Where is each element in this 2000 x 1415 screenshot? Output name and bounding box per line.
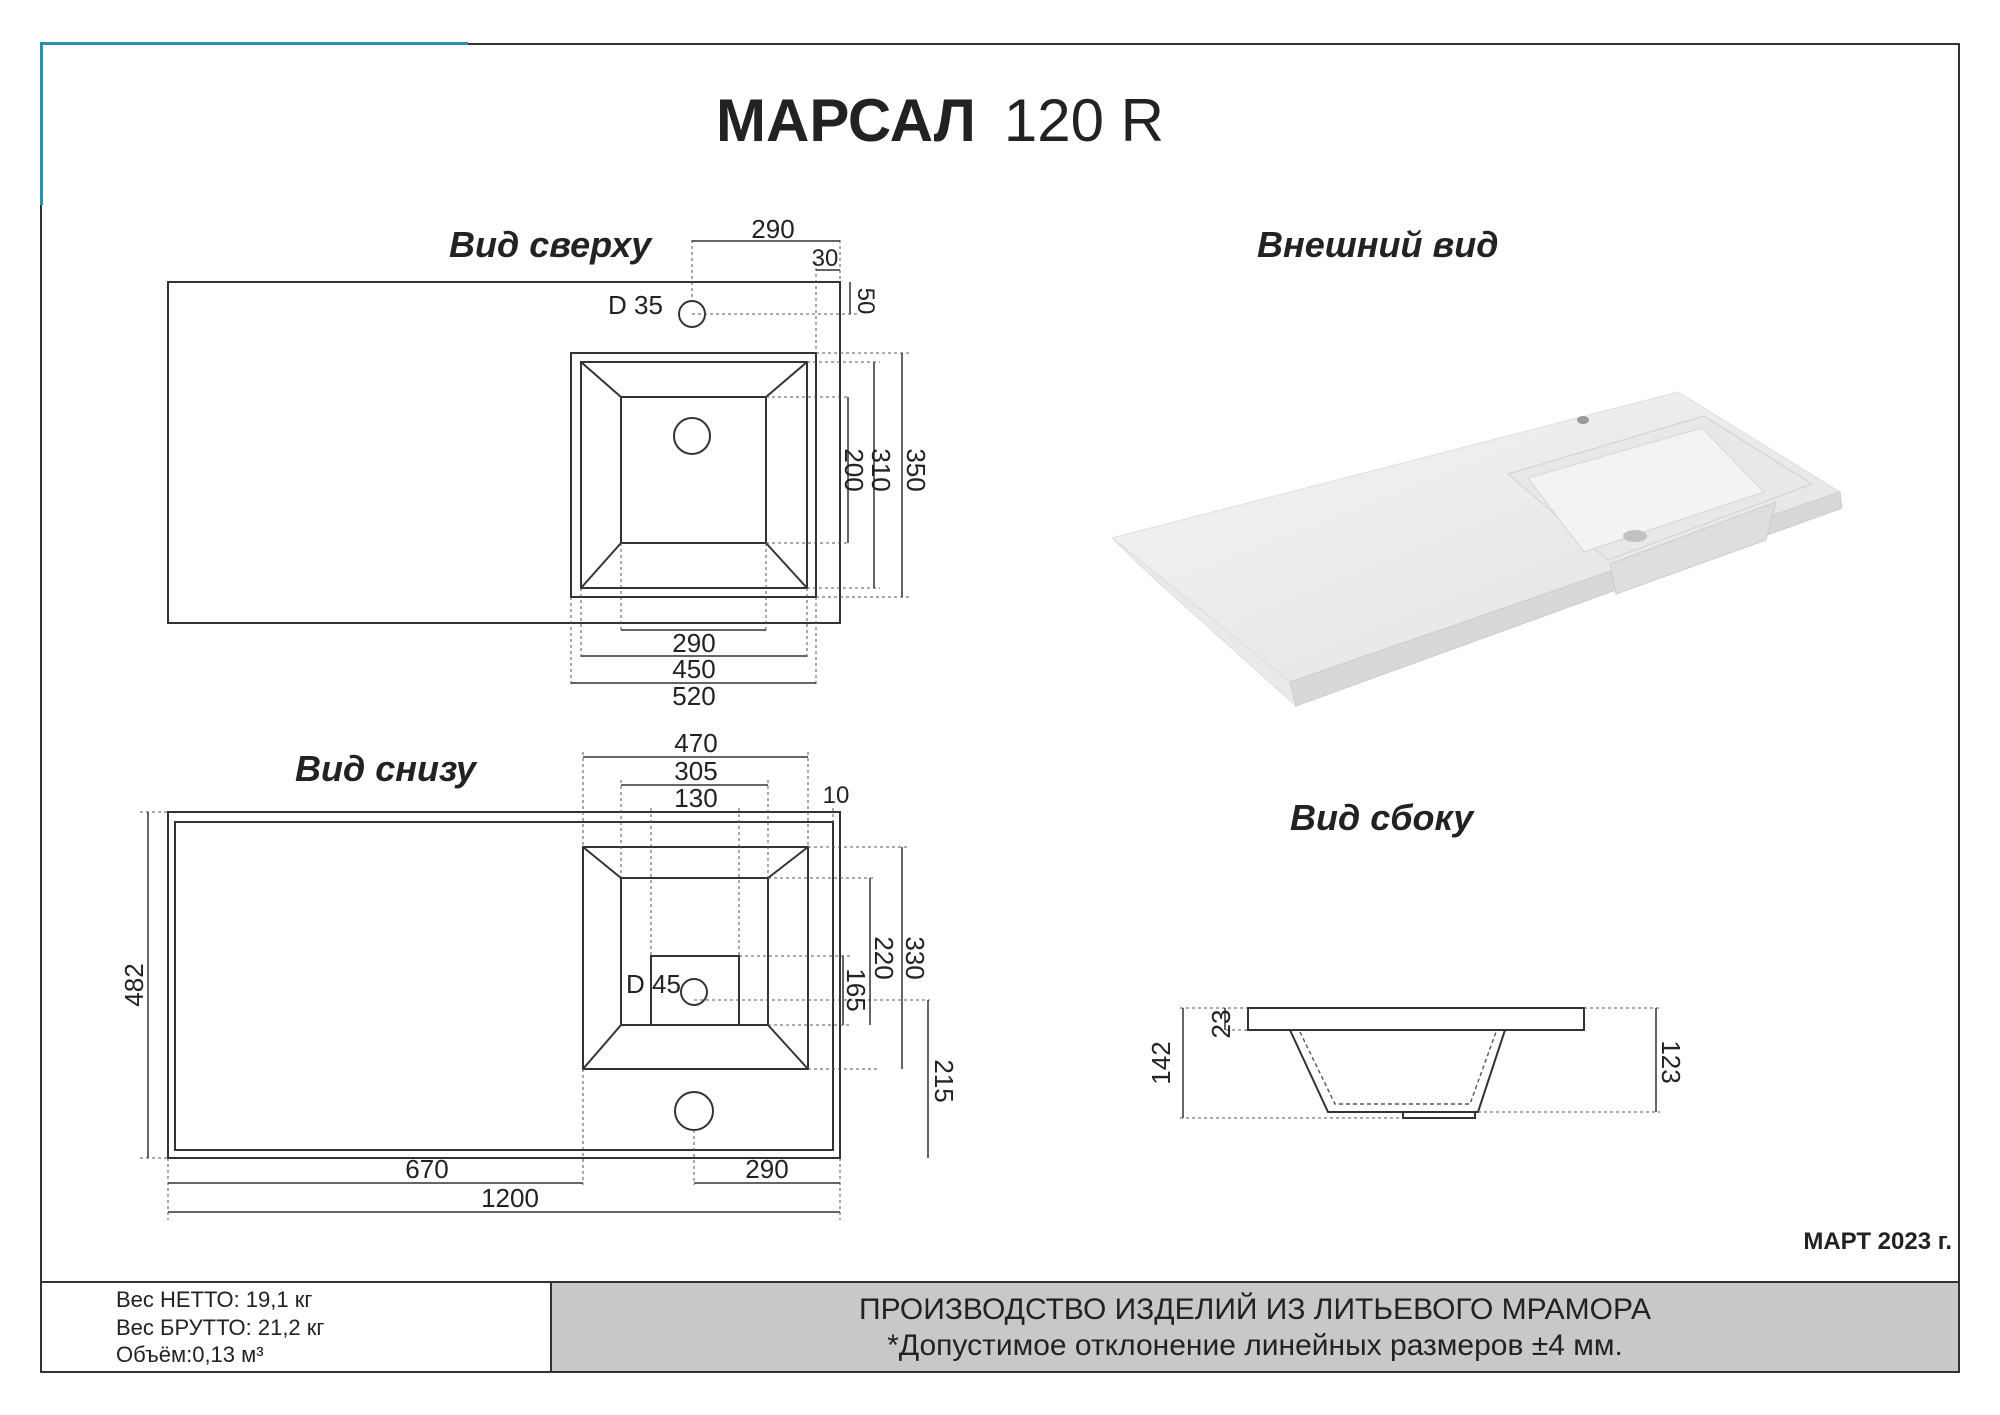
top-view-title: Вид сверху: [449, 224, 652, 265]
dim-290-bottom: 290: [672, 628, 715, 658]
bottom-drain-hole: [680, 978, 708, 1006]
side-view-drawing: 142 23 123: [1146, 1007, 1686, 1119]
dim-310: 310: [866, 448, 896, 491]
faucet-hole-label: D 35: [608, 290, 663, 320]
dim-482: 482: [119, 963, 149, 1006]
dim-30: 30: [812, 245, 839, 272]
bottom-drain-hole-label: D 45: [626, 969, 681, 999]
dim-130: 130: [674, 783, 717, 813]
basin-outer-rim: [570, 352, 817, 598]
dim-305: 305: [674, 756, 717, 786]
volume: Объём:0,13 м³: [116, 1342, 264, 1367]
footer-production: ПРОИЗВОДСТВО ИЗДЕЛИЙ ИЗ ЛИТЬЕВОГО МРАМОР…: [552, 1283, 1958, 1371]
drain-hole: [673, 417, 711, 455]
dim-450: 450: [672, 654, 715, 684]
dim-330: 330: [900, 936, 930, 979]
exterior-view-title: Внешний вид: [1257, 224, 1499, 265]
bottom-outer-outline: [167, 811, 841, 1159]
dim-23: 23: [1206, 1010, 1236, 1039]
bottom-view-title: Вид снизу: [295, 748, 477, 789]
dim-220: 220: [869, 936, 899, 979]
drawing-date: МАРТ 2023 г.: [1803, 1228, 1952, 1255]
tolerance-text: *Допустимое отклонение линейных размеров…: [887, 1329, 1623, 1362]
dim-10: 10: [823, 782, 850, 809]
countertop-outline: [167, 281, 841, 624]
dim-290: 290: [745, 1154, 788, 1184]
dim-670: 670: [405, 1154, 448, 1184]
basin-inner-rim: [580, 361, 808, 589]
gross-weight: Вес БРУТТО: 21,2 кг: [116, 1315, 325, 1340]
drain-plate: [650, 955, 740, 1026]
model-name: 120 R: [1003, 87, 1164, 154]
dim-290-top: 290: [751, 214, 794, 244]
page-title: МАРСАЛ 120 R: [0, 86, 1880, 155]
side-view-title: Вид сбоку: [1290, 797, 1474, 838]
brand-name: МАРСАЛ: [716, 87, 976, 154]
net-weight: Вес НЕТТО: 19,1 кг: [116, 1287, 313, 1312]
exterior-faucet-hole-icon: [1577, 416, 1589, 424]
footer: Вес НЕТТО: 19,1 кг Вес БРУТТО: 21,2 кг О…: [40, 1281, 1960, 1373]
dim-50: 50: [852, 288, 879, 315]
accent-line-vertical: [40, 42, 43, 205]
bottom-inner-outline: [174, 821, 834, 1151]
bottom-basin-outer: [582, 846, 809, 1070]
accent-line-horizontal: [40, 42, 468, 45]
side-basin-profile: [1289, 1029, 1506, 1113]
bottom-view-drawing: 470 305 130 10 482 D 45 330 220 165 215 …: [119, 728, 959, 1220]
dim-1200: 1200: [481, 1183, 539, 1213]
dim-470: 470: [674, 728, 717, 758]
dim-215: 215: [929, 1059, 959, 1102]
basin-bottom: [620, 396, 767, 544]
exterior-view-drawing: [1110, 391, 1843, 708]
top-view-drawing: 290 30 50 D 35 200 310 350 290 450 520: [167, 214, 931, 711]
side-countertop: [1247, 1007, 1585, 1031]
dim-165: 165: [841, 968, 871, 1011]
dim-123: 123: [1656, 1040, 1686, 1083]
dim-142: 142: [1146, 1041, 1176, 1084]
production-text: ПРОИЗВОДСТВО ИЗДЕЛИЙ ИЗ ЛИТЬЕВОГО МРАМОР…: [859, 1293, 1651, 1326]
dim-200: 200: [839, 448, 869, 491]
dim-520: 520: [672, 681, 715, 711]
dim-350: 350: [901, 448, 931, 491]
exterior-drain-icon: [1623, 530, 1647, 542]
footer-specs: Вес НЕТТО: 19,1 кг Вес БРУТТО: 21,2 кг О…: [42, 1283, 552, 1371]
